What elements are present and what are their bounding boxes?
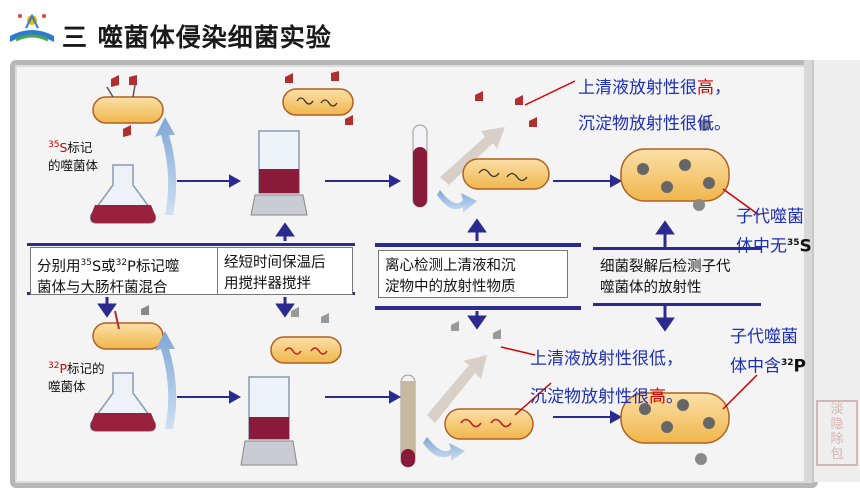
experiment-diagram — [27, 71, 761, 468]
progeny-top-text: 子代噬菌 体中无35S — [736, 207, 812, 257]
blender-bottom — [240, 376, 298, 466]
free-phages-bottom — [451, 321, 536, 356]
blender-top — [250, 130, 308, 216]
step-box-lysis: 细菌裂解后检测子代噬菌体的放射性 — [600, 259, 731, 296]
bacterium-stirred-bottom — [270, 307, 342, 364]
board-side-panel — [812, 60, 860, 482]
result-bottom-text: 上清液放射性很低， 沉淀物放射性很高。 — [530, 349, 683, 407]
flow-arrow-bottom-icon — [155, 331, 177, 429]
seal-stamp: 淡隐除包 — [816, 400, 858, 466]
label-32p-phage: 32P标记的 噬菌体 — [48, 361, 105, 395]
flask-35s — [89, 164, 157, 224]
bacterium-32p-cell — [92, 305, 164, 350]
bacterium-stirred-top — [282, 71, 354, 125]
bacterium-pellet-bottom — [444, 382, 552, 440]
pellet-arrow-bottom-icon — [423, 437, 465, 461]
supernatant-arrow-bottom-icon — [427, 355, 487, 423]
pellet-arrow-icon — [437, 190, 477, 213]
free-phages-top — [475, 80, 576, 127]
flow-arrow-icon — [155, 117, 177, 215]
centrifuge-tube-bottom — [400, 374, 416, 468]
bacterium-pellet-top — [462, 158, 550, 190]
step-arrows-bottom — [177, 390, 623, 424]
school-logo-icon — [10, 13, 54, 42]
step-box-stir: 经短时间保温后用搅拌器搅拌 — [217, 247, 353, 295]
result-top-text: 上清液放射性很高， 沉淀物放射性很低。 — [578, 78, 731, 134]
centrifuge-tube-top — [412, 124, 428, 208]
step-box-mix: 分别用35S或32P标记噬 菌体与大肠杆菌混合 — [30, 247, 218, 296]
board-edge — [804, 60, 812, 482]
step-arrows-top — [177, 174, 623, 188]
label-35s-phage: 35S标记 的噬菌体 — [48, 140, 99, 174]
bacterium-35s-cell — [92, 75, 164, 137]
page-title: 三 噬菌体侵染细菌实验 — [62, 23, 332, 52]
supernatant-arrow-icon — [440, 127, 505, 185]
flask-32p — [89, 372, 157, 432]
progeny-bottom-text: 子代噬菌 体中含32P — [730, 327, 806, 377]
step-box-centrifuge: 离心检测上清液和沉淀物中的放射性物质 — [378, 250, 568, 298]
vertical-arrows-col4 — [655, 220, 675, 332]
vertical-arrows-col3 — [97, 218, 487, 330]
lysing-bacterium-bottom — [620, 374, 758, 465]
lysing-bacterium-top — [620, 119, 760, 216]
